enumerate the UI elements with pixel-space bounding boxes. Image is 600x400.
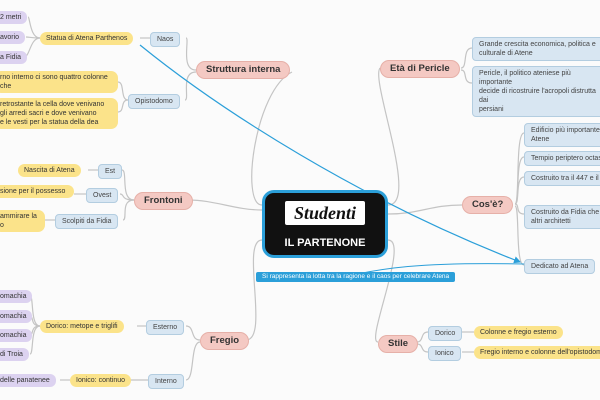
avorio-node[interactable]: avorio (0, 31, 26, 44)
dedicato-atena-node[interactable]: Dedicato ad Atena (524, 259, 596, 274)
omachia-2-node[interactable]: omachia (0, 310, 33, 323)
central-topic[interactable]: Studenti IL PARTENONE (262, 190, 388, 258)
crescita-node[interactable]: Grande crescita economica, politica e cu… (472, 37, 600, 61)
pericle-node[interactable]: Pericle, il politico ateniese più import… (472, 66, 600, 117)
quattro-colonne-node[interactable]: rno interno ci sono quattro colonne che (0, 71, 118, 93)
metri-node[interactable]: 2 metri (0, 11, 28, 24)
ovest-node[interactable]: Ovest (86, 188, 119, 203)
branch-stile[interactable]: Stile (378, 335, 419, 353)
cella-retrostante-node[interactable]: retrostante la cella dove venivano gli a… (0, 98, 118, 129)
dorico-desc-node[interactable]: Colonne e fregio esterno (474, 326, 563, 339)
branch-frontoni[interactable]: Frontoni (134, 192, 193, 210)
nascita-atena-node[interactable]: Nascita di Atena (18, 164, 81, 177)
troia-node[interactable]: di Troia (0, 348, 29, 361)
omachia-1-node[interactable]: omachia (0, 290, 33, 303)
opistodomo-node[interactable]: Opistodomo (128, 94, 180, 109)
dorico-metope-node[interactable]: Dorico: metope e triglifi (40, 320, 124, 333)
ionico-desc-node[interactable]: Fregio interno e colonne dell'opistodomo (474, 346, 600, 359)
ionico-continuo-node[interactable]: Ionico: continuo (70, 374, 132, 387)
panatenee-node[interactable]: delle panatenee (0, 374, 56, 387)
esterno-node[interactable]: Esterno (146, 320, 185, 335)
costruito-node[interactable]: Costruito tra il 447 e il 438 (524, 171, 600, 186)
branch-fregio[interactable]: Fregio (200, 332, 250, 350)
interno-node[interactable]: Interno (148, 374, 184, 389)
branch-eta-di-pericle[interactable]: Età di Pericle (380, 60, 460, 78)
edificio-node[interactable]: Edificio più importante Atene (524, 123, 600, 147)
studenti-logo: Studenti (285, 201, 365, 225)
dorico-node[interactable]: Dorico (428, 326, 463, 341)
fidia-architetti-node[interactable]: Costruito da Fidia che altri architetti (524, 205, 600, 229)
fidia-node[interactable]: a Fidia (0, 51, 28, 64)
possesso-node[interactable]: sione per il possesso (0, 185, 74, 198)
naos-node[interactable]: Naos (150, 32, 181, 47)
est-node[interactable]: Est (98, 164, 123, 179)
ionico-node[interactable]: Ionico (428, 346, 461, 361)
tempio-node[interactable]: Tempio periptero octastilo (524, 151, 600, 166)
ammirare-node[interactable]: ammirare la o (0, 210, 45, 232)
central-topic-title: IL PARTENONE (284, 237, 366, 249)
branch-cose[interactable]: Cos'è? (462, 196, 514, 214)
scolpiti-fidia-node[interactable]: Scolpiti da Fidia (55, 214, 119, 229)
relationship-label[interactable]: Si rappresenta la lotta tra la ragione e… (256, 272, 456, 282)
statua-atena-node[interactable]: Statua di Atena Parthenos (40, 32, 134, 45)
omachia-3-node[interactable]: omachia (0, 329, 33, 342)
branch-struttura-interna[interactable]: Struttura interna (196, 61, 291, 79)
